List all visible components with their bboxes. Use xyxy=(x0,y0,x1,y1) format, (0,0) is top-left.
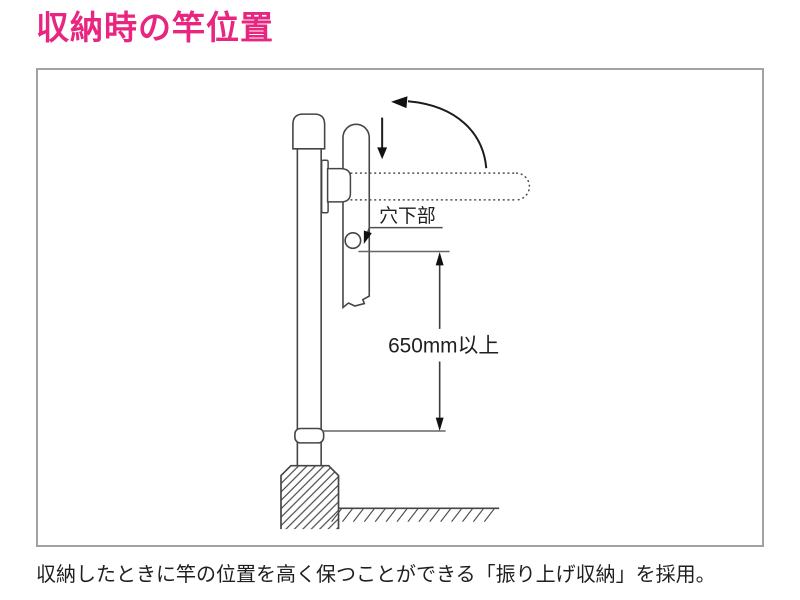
figure-caption: 収納したときに竿の位置を高く保つことができる「振り上げ収納」を採用。 xyxy=(36,564,716,586)
dimension-label: 650mm以上 xyxy=(388,335,499,358)
page-title: 収納時の竿位置 xyxy=(36,9,274,46)
hole-circle xyxy=(344,232,362,250)
foundation-base xyxy=(280,464,340,530)
hole-leader xyxy=(363,226,443,245)
rotation-arrowhead xyxy=(391,96,408,109)
pole-cap xyxy=(292,113,326,150)
hole-label: 穴下部 xyxy=(379,205,436,226)
ground-hatching xyxy=(331,508,495,523)
ground-line xyxy=(331,507,500,523)
down-arrow xyxy=(377,117,388,160)
arm-stored-position xyxy=(342,123,371,310)
support-pole xyxy=(292,113,326,467)
pole-joint-collar xyxy=(294,427,325,444)
diagram-frame: 穴下部 650mm以上 xyxy=(36,68,764,547)
mounting-bracket xyxy=(320,159,352,214)
dimension-650mm: 650mm以上 xyxy=(322,250,499,432)
rotation-arrow xyxy=(391,96,488,169)
pole-storage-diagram: 穴下部 650mm以上 xyxy=(280,96,531,530)
arm-extended-position-dashed xyxy=(350,172,531,201)
